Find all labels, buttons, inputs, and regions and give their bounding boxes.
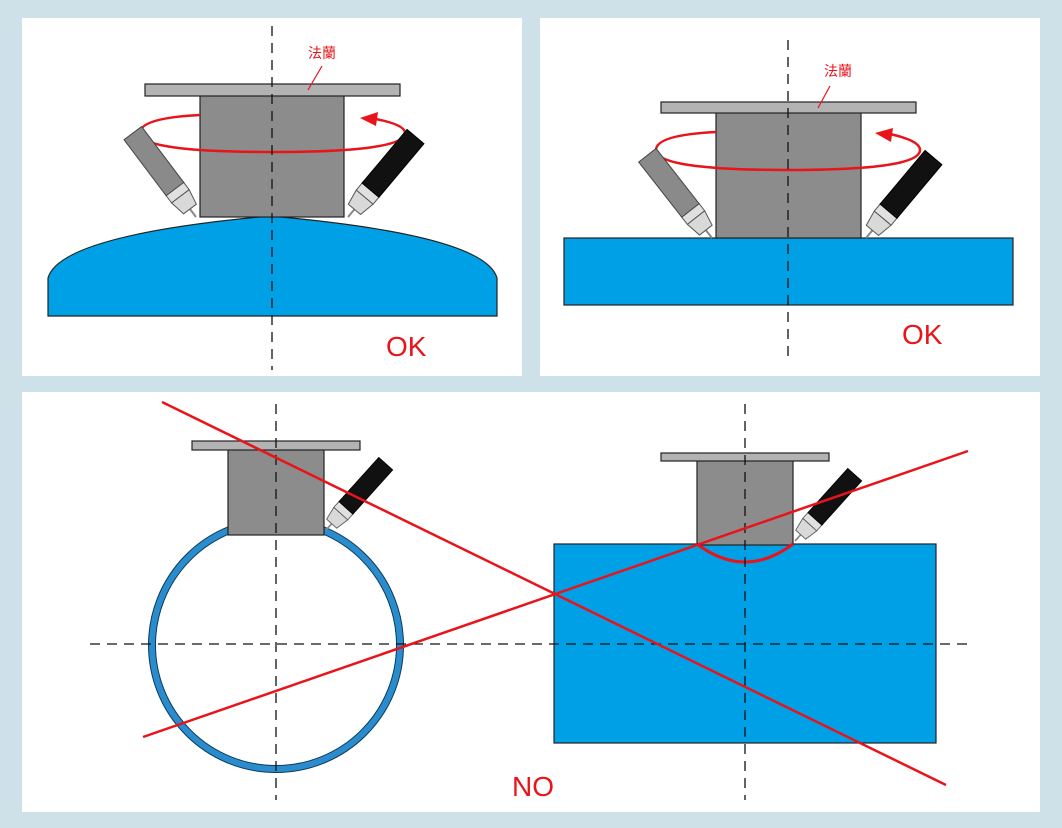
rotation-arrow-head bbox=[360, 112, 378, 126]
flange-label: 法蘭 bbox=[308, 46, 336, 62]
result-ok-label: OK bbox=[902, 319, 943, 350]
top-right-scene: 法蘭 OK bbox=[563, 40, 1014, 356]
top-left-scene: 法蘭 OK bbox=[47, 26, 498, 370]
flange-leader bbox=[307, 65, 323, 91]
cross-out-line-2 bbox=[142, 449, 969, 739]
flange-label: 法蘭 bbox=[824, 64, 852, 80]
rotation-arrow-head bbox=[875, 128, 893, 142]
bottom-scene: NO bbox=[90, 400, 972, 802]
result-ok-label: OK bbox=[386, 331, 427, 362]
rotation-arrow bbox=[654, 130, 922, 172]
flange-leader bbox=[817, 85, 831, 109]
result-no-label: NO bbox=[512, 771, 554, 802]
